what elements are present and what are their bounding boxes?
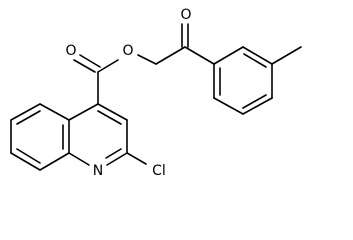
bond xyxy=(213,97,244,115)
double-bond-inner xyxy=(105,148,122,159)
bond xyxy=(137,54,157,65)
bond xyxy=(242,97,273,115)
atom-ketone-oxygen: O xyxy=(180,7,191,23)
atom-label: Cl xyxy=(152,163,166,179)
atom-label: O xyxy=(180,7,191,23)
atom-label: N xyxy=(93,163,103,179)
bond xyxy=(97,59,119,73)
bond xyxy=(68,103,99,121)
bond xyxy=(242,46,273,65)
bond xyxy=(10,152,41,171)
molecule-structure: O O O N Cl xyxy=(10,7,302,179)
double-bond-inner xyxy=(97,110,122,125)
atom-chlorine: Cl xyxy=(152,163,166,179)
bond xyxy=(39,152,70,171)
atom-ester-oxygen: O xyxy=(122,43,133,59)
bond xyxy=(184,46,215,65)
atom-ring-nitrogen: N xyxy=(93,163,103,179)
toluyl-ring xyxy=(213,46,302,115)
bond xyxy=(213,46,244,65)
double-bond-inner xyxy=(16,110,41,125)
quinoline-benzo-ring xyxy=(10,103,70,171)
linker xyxy=(137,23,215,65)
bond xyxy=(10,103,41,121)
double-bond-inner xyxy=(16,148,41,164)
bond xyxy=(155,46,186,65)
atom-carbonyl-oxygen: O xyxy=(65,43,76,59)
carbonyl-bond xyxy=(79,54,101,68)
bond xyxy=(39,103,70,121)
bond xyxy=(68,152,90,166)
methyl-bond xyxy=(271,46,302,65)
double-bond-inner xyxy=(242,94,267,109)
ester-group xyxy=(73,54,119,105)
atom-label: O xyxy=(65,43,76,59)
quinoline-pyridine-ring xyxy=(68,103,128,166)
double-bond-inner xyxy=(243,53,267,68)
bond-c2-cl xyxy=(126,152,147,165)
atom-label: O xyxy=(122,43,133,59)
carbonyl-bond xyxy=(73,59,96,73)
bond xyxy=(97,103,128,121)
bond xyxy=(106,152,128,166)
